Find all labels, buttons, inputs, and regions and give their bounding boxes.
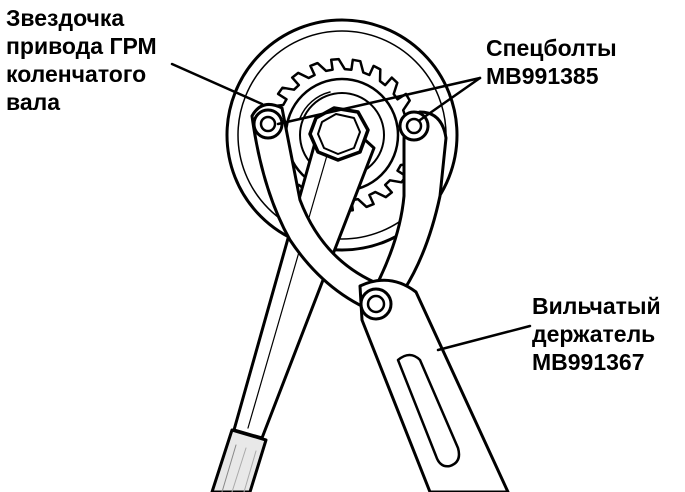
label-line: Спецболты bbox=[486, 35, 617, 61]
label-line: Звездочка bbox=[6, 5, 125, 31]
label-line: вала bbox=[6, 89, 61, 115]
label-crankshaft-timing-sprocket: Звездочка привода ГРМ коленчатого вала bbox=[6, 4, 157, 116]
fork-holder bbox=[250, 102, 510, 492]
label-line: держатель bbox=[532, 321, 656, 347]
socket-head bbox=[308, 106, 370, 162]
leader-lines bbox=[170, 62, 532, 352]
leader-bolt-right bbox=[418, 76, 482, 122]
label-special-bolts: Спецболты MB991385 bbox=[486, 34, 617, 90]
label-line: Вильчатый bbox=[532, 293, 661, 319]
leader-bolt-left bbox=[276, 76, 482, 126]
leader-sprocket bbox=[170, 62, 264, 106]
label-line: коленчатого bbox=[6, 61, 147, 87]
leader-fork-holder bbox=[436, 324, 532, 352]
pivot-bolt bbox=[359, 287, 393, 321]
label-line: привода ГРМ bbox=[6, 33, 157, 59]
label-fork-holder: Вильчатый держатель MB991367 bbox=[532, 292, 661, 376]
special-bolts bbox=[252, 108, 430, 142]
label-line: MB991367 bbox=[532, 349, 645, 375]
wrench-handle bbox=[210, 126, 376, 492]
label-line: MB991385 bbox=[486, 63, 599, 89]
